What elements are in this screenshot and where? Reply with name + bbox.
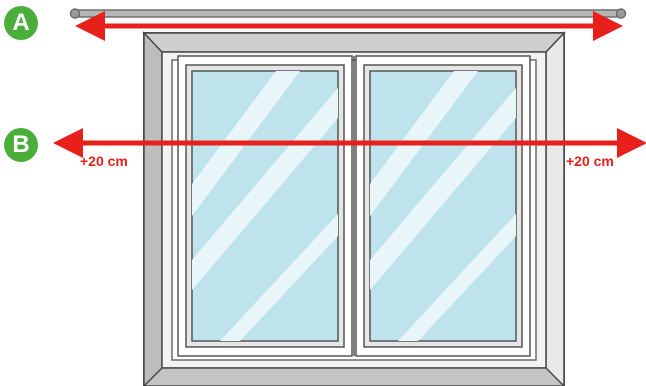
window-icon: [144, 33, 564, 386]
right-extension-label: +20 cm: [566, 153, 614, 169]
curtain-rod-icon: [71, 9, 626, 18]
badge-b: B: [4, 128, 38, 162]
badge-a: A: [4, 6, 38, 40]
left-extension-label: +20 cm: [80, 153, 128, 169]
